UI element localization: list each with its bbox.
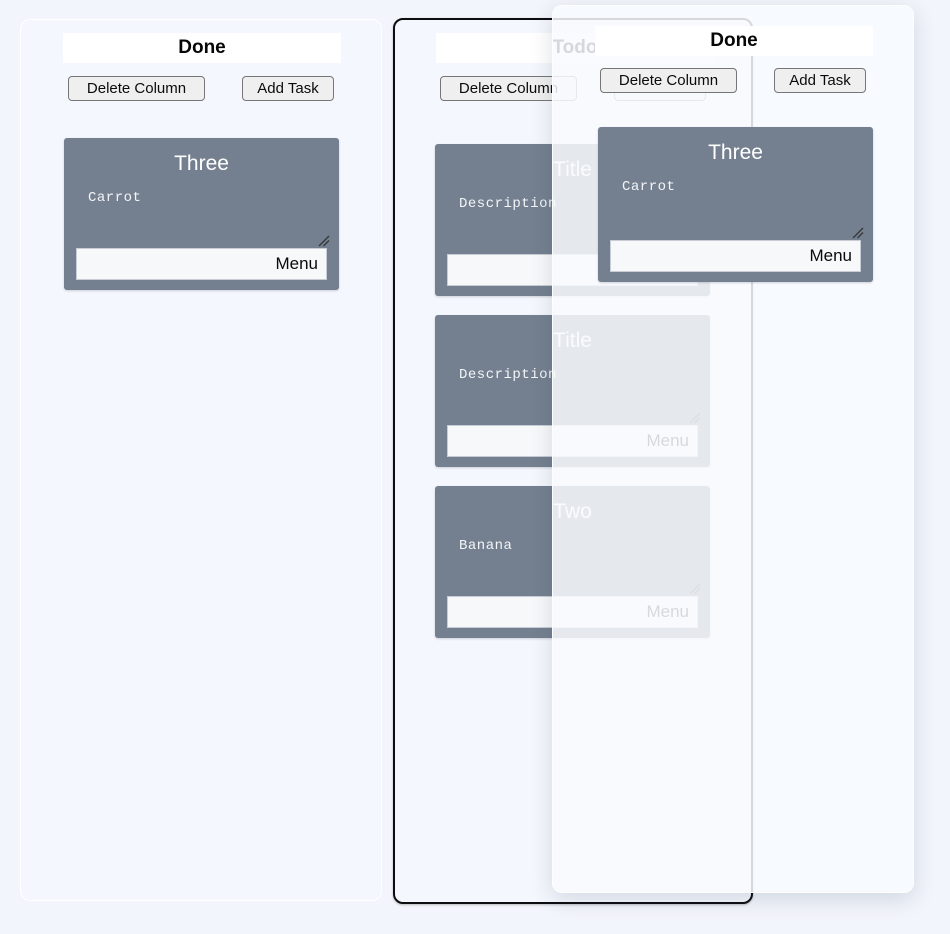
column-done[interactable]: Delete Column Add Task Three Carrot Menu [20,19,382,901]
delete-column-button-done[interactable]: Delete Column [68,76,205,101]
task-menu-label: Menu [809,246,852,265]
task-card-title: Three [708,141,763,164]
drag-overlay-column-title[interactable] [595,26,873,56]
task-card-description: Banana [459,538,513,554]
task-menu-select[interactable]: Menu [610,240,861,272]
drag-overlay-task-card[interactable]: Three Carrot Menu [598,127,873,282]
resize-grip-icon[interactable] [851,226,865,240]
task-card-description: Carrot [622,179,676,195]
task-card[interactable]: Three Carrot Menu [64,138,339,290]
column-drag-overlay[interactable]: Delete Column Add Task Three Carrot Menu [552,5,914,893]
drag-overlay-delete-column-button[interactable]: Delete Column [600,68,737,93]
task-card-title: Three [174,152,229,175]
task-card-description: Description [459,367,557,383]
task-card-description: Description [459,196,557,212]
drag-overlay-add-task-button[interactable]: Add Task [774,68,866,93]
resize-grip-icon[interactable] [317,234,331,248]
task-card-description: Carrot [88,190,142,206]
add-task-button-done[interactable]: Add Task [242,76,334,101]
task-menu-select[interactable]: Menu [76,248,327,280]
task-menu-label: Menu [275,254,318,273]
column-title-input-done[interactable] [63,33,341,63]
